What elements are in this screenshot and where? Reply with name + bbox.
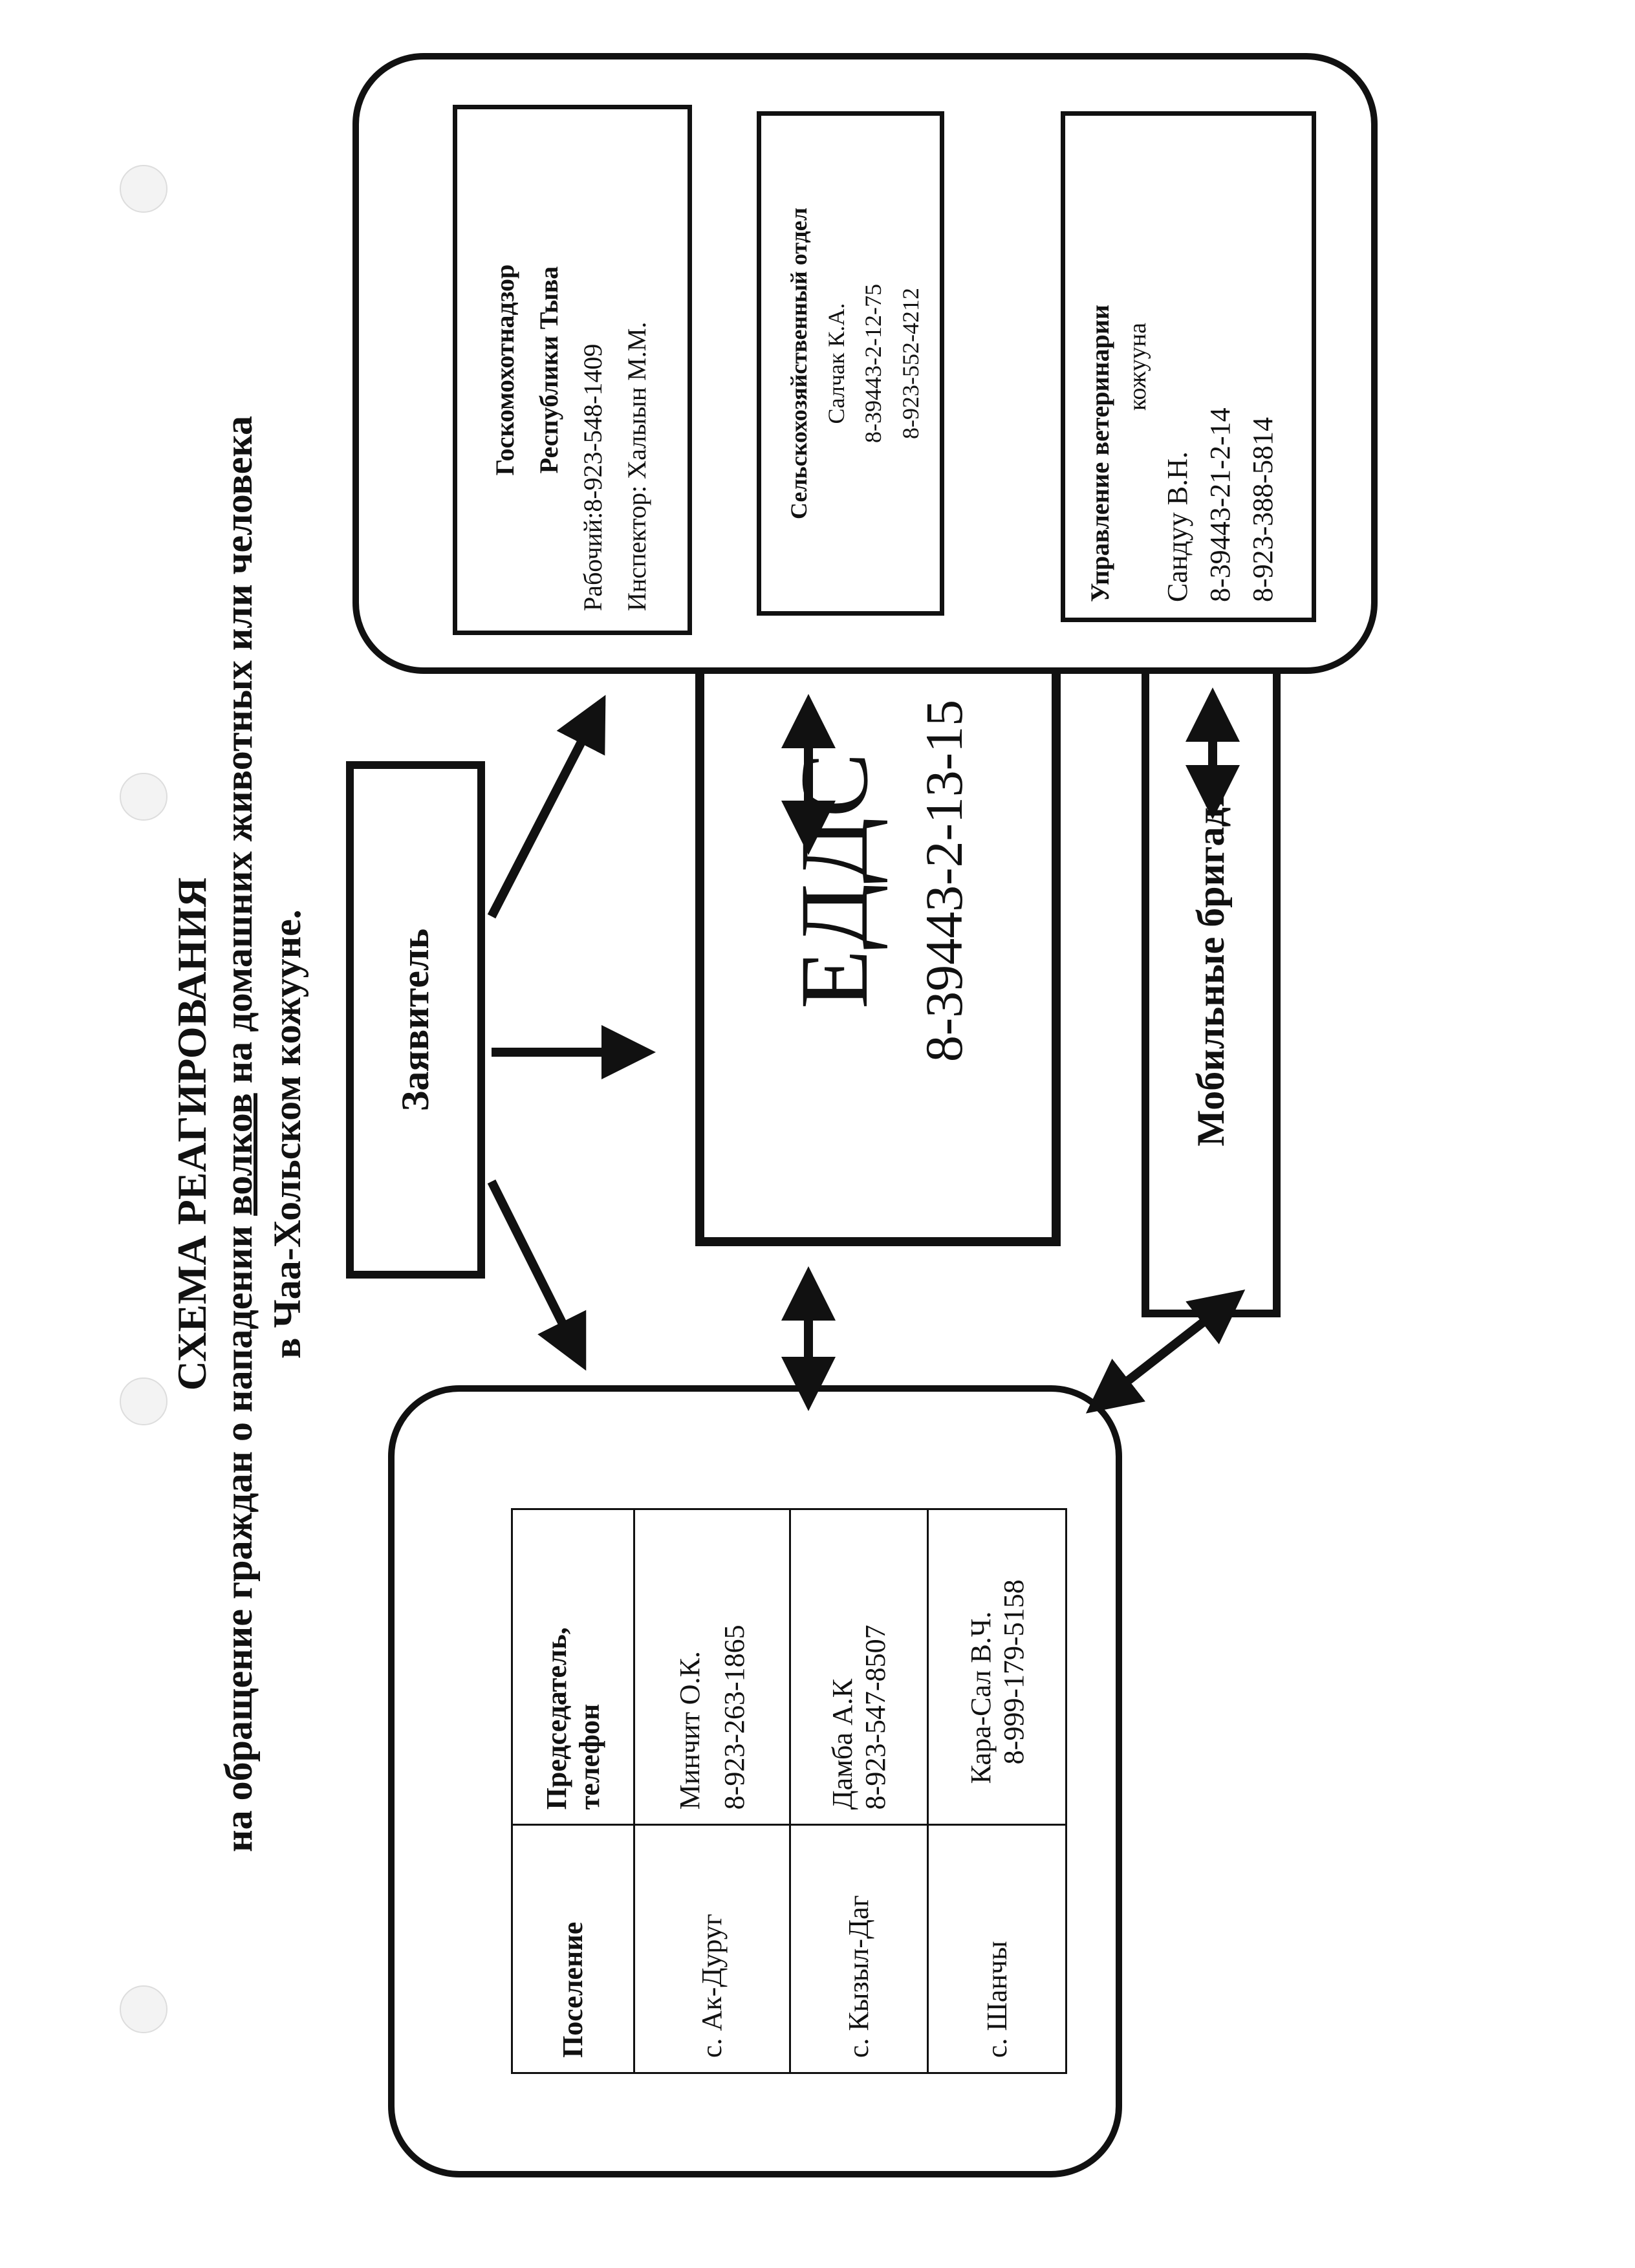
- arrow-mobile-settlements: [1085, 1290, 1246, 1414]
- arrow-applicant-to-settlements: [487, 1179, 587, 1371]
- arrow-applicant-to-agencies: [487, 695, 606, 919]
- punch-hole: [120, 165, 168, 213]
- punch-hole: [120, 773, 168, 821]
- punch-hole: [120, 1985, 168, 2033]
- punch-hole: [120, 1377, 168, 1425]
